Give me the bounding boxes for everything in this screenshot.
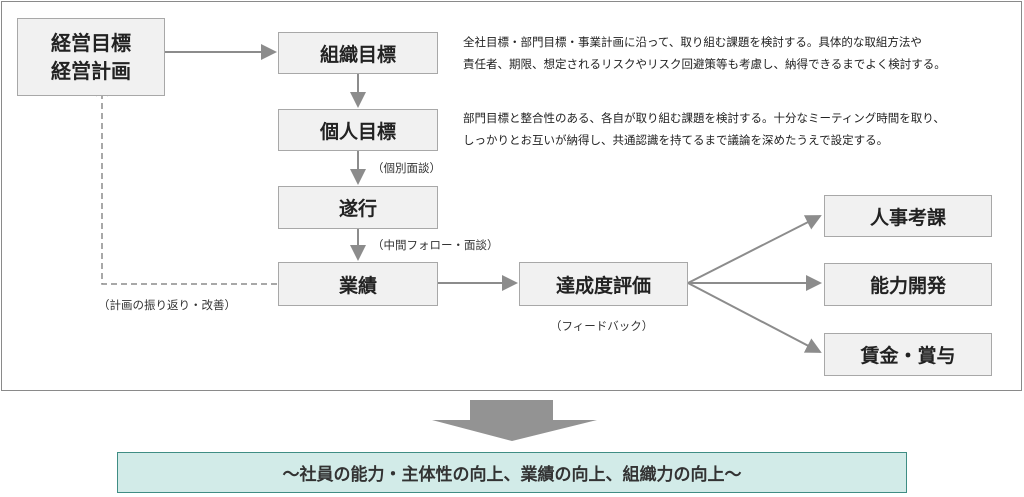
personal-goal-note-line: しっかりとお互いが納得し、共通認識を持てるまで議論を深めたうえで設定する。 [463, 133, 889, 147]
management-goal-box: 経営目標 経営計画 [17, 18, 165, 96]
dashed-feedback-loop [101, 86, 277, 285]
result-banner: ～社員の能力・主体性の向上、業績の向上、組織力の向上～ [117, 452, 907, 493]
org-goal-box: 組織目標 [278, 32, 438, 74]
achievement-eval-box: 達成度評価 [519, 262, 688, 306]
org-goal-note: 全社目標・部門目標・事業計画に沿って、取り組む課題を検討する。具体的な取組方法や… [463, 31, 946, 75]
org-goal-note-line: 責任者、期限、想定されるリスクやリスク回避策等も考慮し、納得できるまでよく検討す… [463, 57, 946, 71]
arrow-eval-to-wage [687, 282, 822, 353]
personal-goal-note: 部門目標と整合性のある、各自が取り組む課題を検討する。十分なミーティング時間を取… [463, 107, 945, 151]
execution-box: 遂行 [278, 186, 438, 229]
big-down-arrow-icon [432, 400, 597, 441]
midterm-follow-label: （中間フォロー・面談） [372, 238, 499, 252]
management-goal-label: 経営目標 [51, 31, 131, 55]
wage-bonus-box: 賃金・賞与 [824, 333, 992, 376]
arrow-eval-to-personnel [687, 215, 822, 284]
skill-dev-box: 能力開発 [824, 263, 992, 306]
personnel-eval-box: 人事考課 [824, 195, 992, 237]
personal-goal-box: 個人目標 [278, 109, 438, 151]
feedback-label: （フィードバック） [550, 319, 654, 333]
personal-goal-note-line: 部門目標と整合性のある、各自が取り組む課題を検討する。十分なミーティング時間を取… [463, 111, 945, 125]
performance-box: 業績 [278, 262, 438, 306]
org-goal-note-line: 全社目標・部門目標・事業計画に沿って、取り組む課題を検討する。具体的な取組方法や [463, 35, 922, 49]
management-plan-label: 経営計画 [51, 59, 131, 83]
diagram-frame [1, 1, 1022, 391]
individual-interview-label: （個別面談） [372, 161, 441, 175]
plan-review-label: （計画の振り返り・改善） [98, 298, 236, 312]
